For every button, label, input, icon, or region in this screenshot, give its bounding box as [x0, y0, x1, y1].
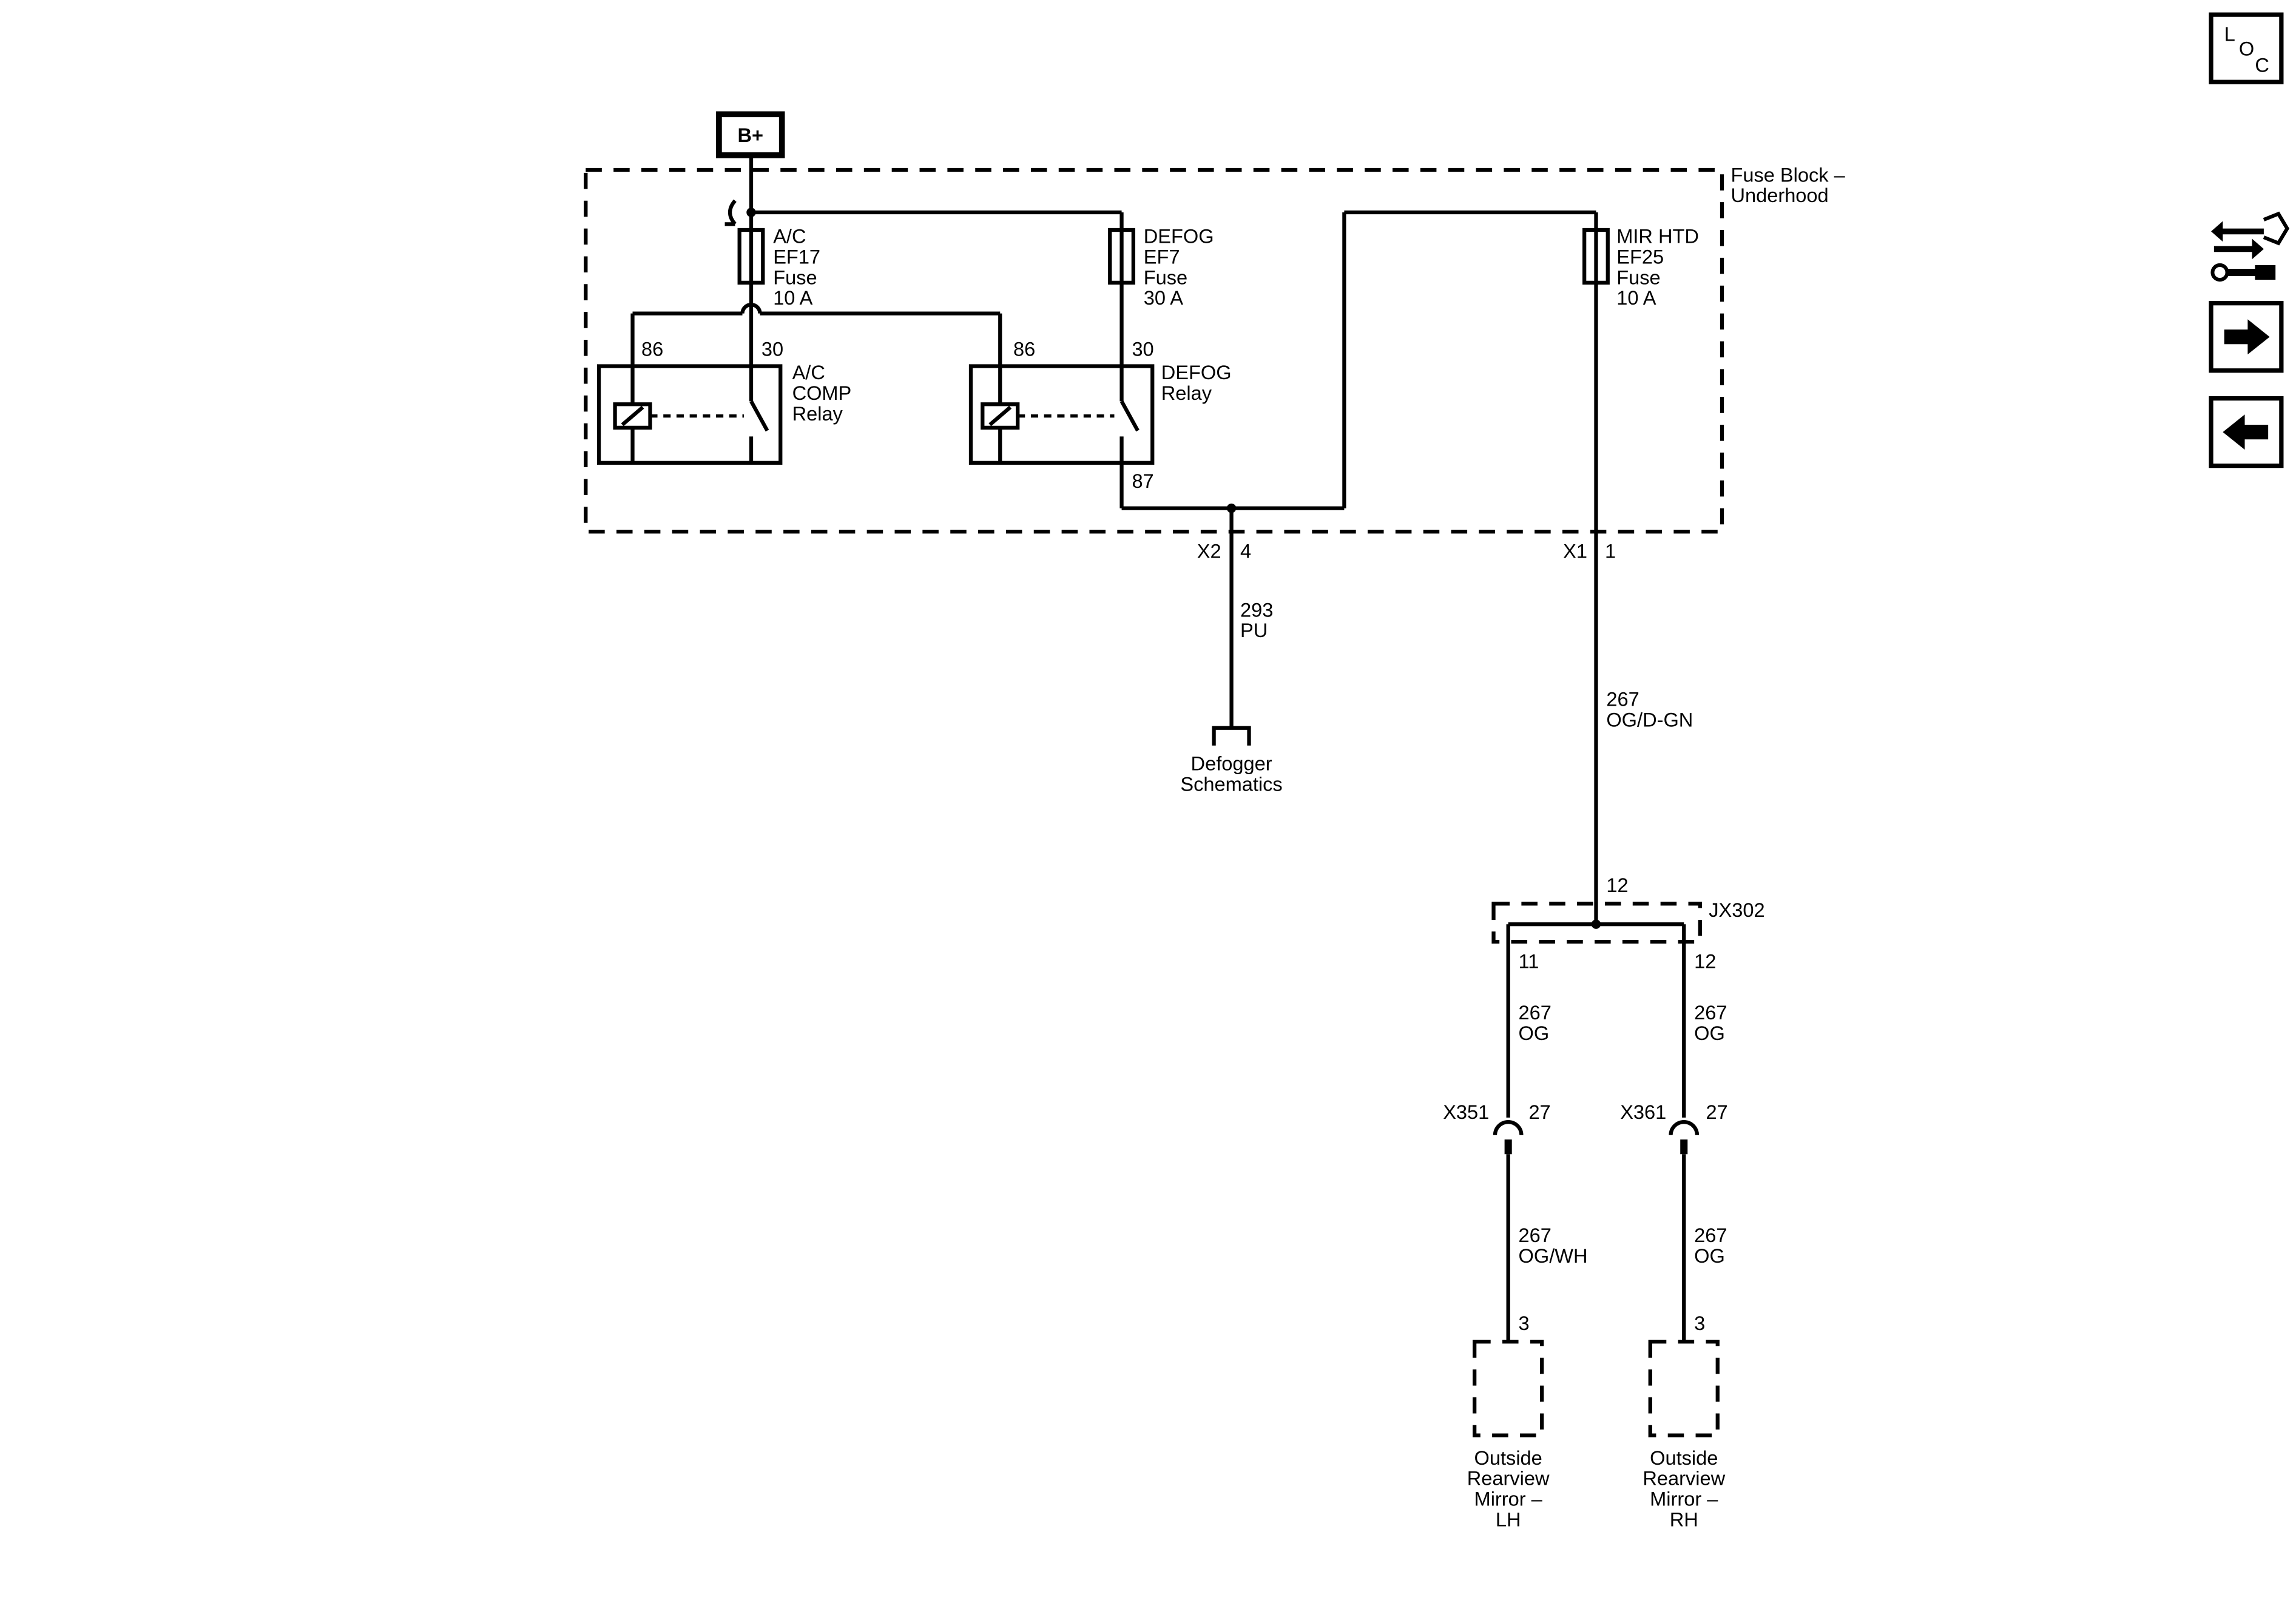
- defog-relay: 86 30 87 DEFOG Relay: [968, 339, 1232, 508]
- fuse-block-outline: [584, 167, 1724, 534]
- right-lower-wire-color: OG: [1694, 1245, 1725, 1267]
- x1-connector-name: X1: [1563, 541, 1587, 562]
- left-mirror-line3: Mirror –: [1474, 1488, 1543, 1510]
- defog-relay-pin-87: 87: [1132, 470, 1153, 492]
- jx302-pin-right: 12: [1694, 951, 1716, 973]
- defog-relay-pin-86: 86: [1013, 339, 1035, 360]
- defog-output-circuit: X2 4 293 PU Defogger Schematics: [1121, 503, 1345, 795]
- loc-letter-l: L: [2224, 24, 2235, 46]
- defog-relay-line1: DEFOG: [1161, 362, 1232, 383]
- defogger-ref-line2: Schematics: [1180, 774, 1282, 795]
- defog-relay-line2: Relay: [1161, 382, 1212, 404]
- x361-connector-name: X361: [1620, 1101, 1666, 1123]
- mir-feed-wire-color: OG/D-GN: [1606, 709, 1693, 731]
- arrow-right-icon: [2224, 319, 2270, 355]
- fuse-mir-line1: MIR HTD: [1616, 226, 1699, 248]
- relay-coil-bus: [630, 282, 1124, 366]
- left-mirror-line4: LH: [1496, 1508, 1521, 1530]
- fuse-ac-line3: Fuse: [773, 266, 817, 288]
- x2-connector-pin: 4: [1240, 541, 1251, 562]
- next-page-button[interactable]: [2209, 301, 2284, 373]
- arrow-left-icon: [2223, 414, 2269, 450]
- fuse-defog-line2: EF7: [1144, 246, 1180, 268]
- x351-connector-name: X351: [1443, 1101, 1489, 1123]
- right-mirror-line1: Outside: [1650, 1447, 1718, 1469]
- battery-label: B+: [738, 124, 764, 146]
- fuse-defog-ef7: DEFOG EF7 Fuse 30 A: [1108, 226, 1214, 309]
- jx302-pin-left: 11: [1519, 951, 1539, 973]
- mirror-feed-circuit: X1 1 267 OG/D-GN: [1563, 282, 1693, 925]
- ac-relay-pin-86: 86: [641, 339, 663, 360]
- power-bus: [724, 155, 1124, 230]
- loc-letter-c: C: [2255, 54, 2269, 76]
- right-mirror-pin: 3: [1694, 1312, 1705, 1334]
- x1-connector-pin: 1: [1605, 541, 1616, 562]
- previous-page-button[interactable]: [2209, 396, 2284, 468]
- connector-tool-icon[interactable]: [2210, 211, 2290, 282]
- left-mirror-line1: Outside: [1474, 1447, 1542, 1469]
- right-mirror-line2: Rearview: [1643, 1468, 1725, 1490]
- defog-wire-color: PU: [1240, 619, 1268, 641]
- jx302-name: JX302: [1709, 899, 1764, 921]
- battery-terminal: B+: [716, 111, 785, 158]
- ac-comp-relay: 86 30 A/C COMP Relay: [596, 339, 852, 465]
- left-mirror-line2: Rearview: [1467, 1468, 1550, 1490]
- left-lower-wire-color: OG/WH: [1519, 1245, 1588, 1267]
- defog-wire-circuit: 293: [1240, 599, 1273, 621]
- fuse-mir-line2: EF25: [1616, 246, 1664, 268]
- left-upper-wire-color: OG: [1519, 1022, 1550, 1044]
- right-mirror-line4: RH: [1670, 1508, 1698, 1530]
- fuse-block-label-1: Fuse Block –: [1730, 164, 1845, 186]
- left-lower-wire-circuit: 267: [1519, 1224, 1551, 1246]
- right-upper-wire-color: OG: [1694, 1022, 1725, 1044]
- mir-feed-wire-circuit: 267: [1606, 689, 1639, 711]
- jx302-splice: 12 JX302 11 12: [1491, 874, 1765, 1118]
- fuse-mir-line3: Fuse: [1616, 266, 1660, 288]
- x351-connector-pin: 27: [1528, 1101, 1550, 1123]
- ac-relay-line1: A/C: [792, 362, 825, 383]
- loc-letter-o: O: [2239, 38, 2254, 60]
- fuse-defog-line4: 30 A: [1144, 287, 1183, 309]
- fuse-block-label-2: Underhood: [1730, 184, 1828, 206]
- left-upper-wire-circuit: 267: [1519, 1002, 1551, 1024]
- fuse-defog-line3: Fuse: [1144, 266, 1187, 288]
- right-mirror-line3: Mirror –: [1650, 1488, 1718, 1510]
- right-mirror-branch: 267 OG X361 27 267 OG 3 Outside Rearview…: [1620, 1002, 1727, 1530]
- loc-button[interactable]: L O C: [2209, 12, 2284, 84]
- jx302-pin-in: 12: [1606, 874, 1628, 896]
- fuse-ac-line2: EF17: [773, 246, 820, 268]
- fuse-mir-line4: 10 A: [1616, 287, 1656, 309]
- fuse-defog-line1: DEFOG: [1144, 226, 1214, 248]
- left-mirror-pin: 3: [1519, 1312, 1530, 1334]
- right-upper-wire-circuit: 267: [1694, 1002, 1727, 1024]
- x2-connector-name: X2: [1197, 541, 1221, 562]
- defog-relay-pin-30: 30: [1132, 339, 1153, 360]
- x361-connector-pin: 27: [1706, 1101, 1727, 1123]
- ac-relay-line2: COMP: [792, 382, 852, 404]
- ac-relay-line3: Relay: [792, 403, 843, 425]
- defogger-ref-line1: Defogger: [1191, 753, 1272, 775]
- left-mirror-branch: 267 OG X351 27 267 OG/WH 3 Outside Rearv…: [1443, 1002, 1587, 1530]
- ac-relay-pin-30: 30: [761, 339, 783, 360]
- fuse-mir-htd-ef25: MIR HTD EF25 Fuse 10 A: [1342, 210, 1699, 508]
- fuse-ac-line1: A/C: [773, 226, 806, 248]
- fuse-ac-line4: 10 A: [773, 287, 812, 309]
- right-lower-wire-circuit: 267: [1694, 1224, 1727, 1246]
